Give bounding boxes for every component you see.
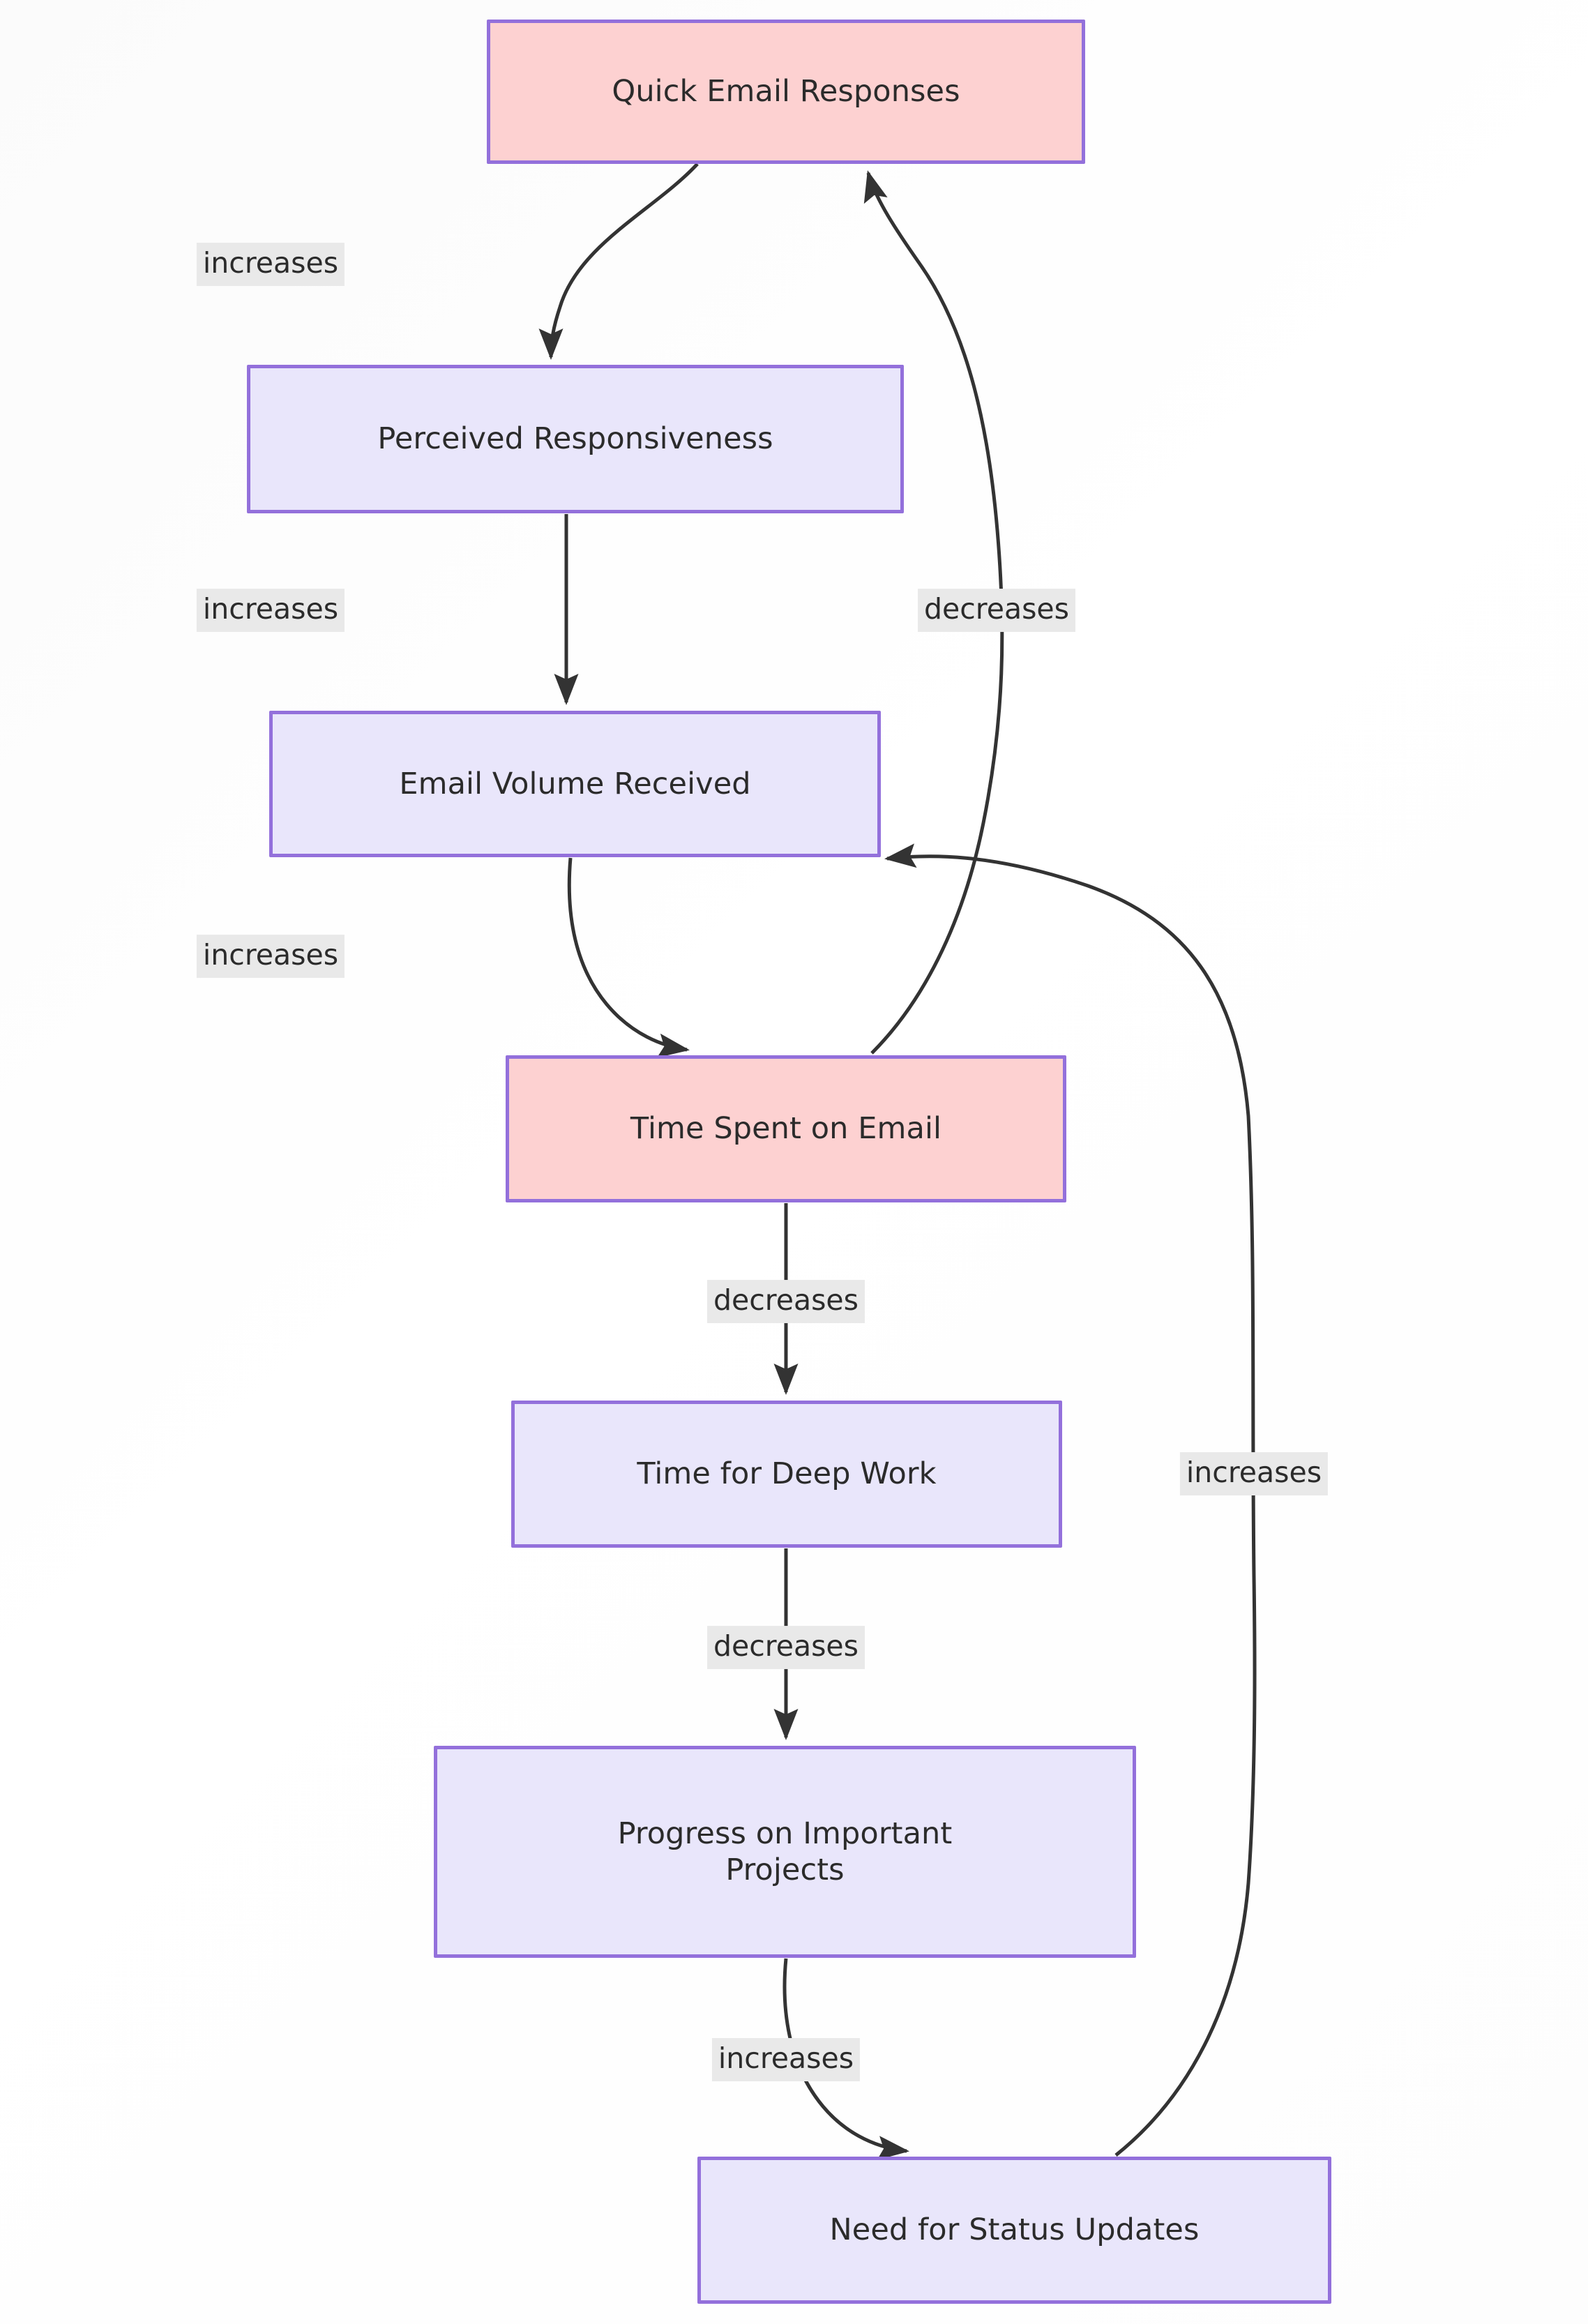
edge-label-quick-to-perceived: increases bbox=[196, 243, 345, 286]
node-label: Need for Status Updates bbox=[829, 2212, 1200, 2248]
edge-label-perceived-to-volume: increases bbox=[196, 589, 345, 632]
node-time-for-deep-work[interactable]: Time for Deep Work bbox=[511, 1401, 1062, 1548]
edge-label-status-to-volume: increases bbox=[1179, 1452, 1329, 1495]
node-label: Progress on Important Projects bbox=[617, 1816, 953, 1887]
node-label: Quick Email Responses bbox=[612, 74, 960, 110]
edge-volume-to-timespent-path bbox=[567, 857, 690, 1058]
node-label: Perceived Responsiveness bbox=[377, 421, 773, 457]
edge-quick-to-perceived-path bbox=[538, 163, 699, 361]
node-progress-on-important-projects[interactable]: Progress on Important Projects bbox=[434, 1746, 1136, 1958]
edge-status-to-volume-path bbox=[884, 843, 1257, 2157]
node-quick-email-responses[interactable]: Quick Email Responses bbox=[487, 20, 1085, 164]
node-need-for-status-updates[interactable]: Need for Status Updates bbox=[697, 2157, 1331, 2304]
node-label: Email Volume Received bbox=[399, 766, 751, 801]
edge-progress-to-status-path bbox=[782, 1958, 909, 2161]
node-perceived-responsiveness[interactable]: Perceived Responsiveness bbox=[247, 365, 904, 513]
node-time-spent-on-email[interactable]: Time Spent on Email bbox=[506, 1055, 1066, 1202]
node-label: Time Spent on Email bbox=[630, 1111, 942, 1147]
edge-label-progress-to-status: increases bbox=[711, 2038, 861, 2081]
edge-label-timespent-to-quick: decreases bbox=[917, 589, 1076, 632]
node-label: Time for Deep Work bbox=[637, 1456, 937, 1492]
node-email-volume-received[interactable]: Email Volume Received bbox=[269, 711, 881, 857]
edge-label-deepwork-to-progress: decreases bbox=[706, 1626, 865, 1669]
edge-timespent-to-quick-path bbox=[863, 170, 1004, 1055]
edge-label-volume-to-timespent: increases bbox=[196, 935, 345, 978]
edge-label-timespent-to-deepwork: decreases bbox=[706, 1280, 865, 1323]
